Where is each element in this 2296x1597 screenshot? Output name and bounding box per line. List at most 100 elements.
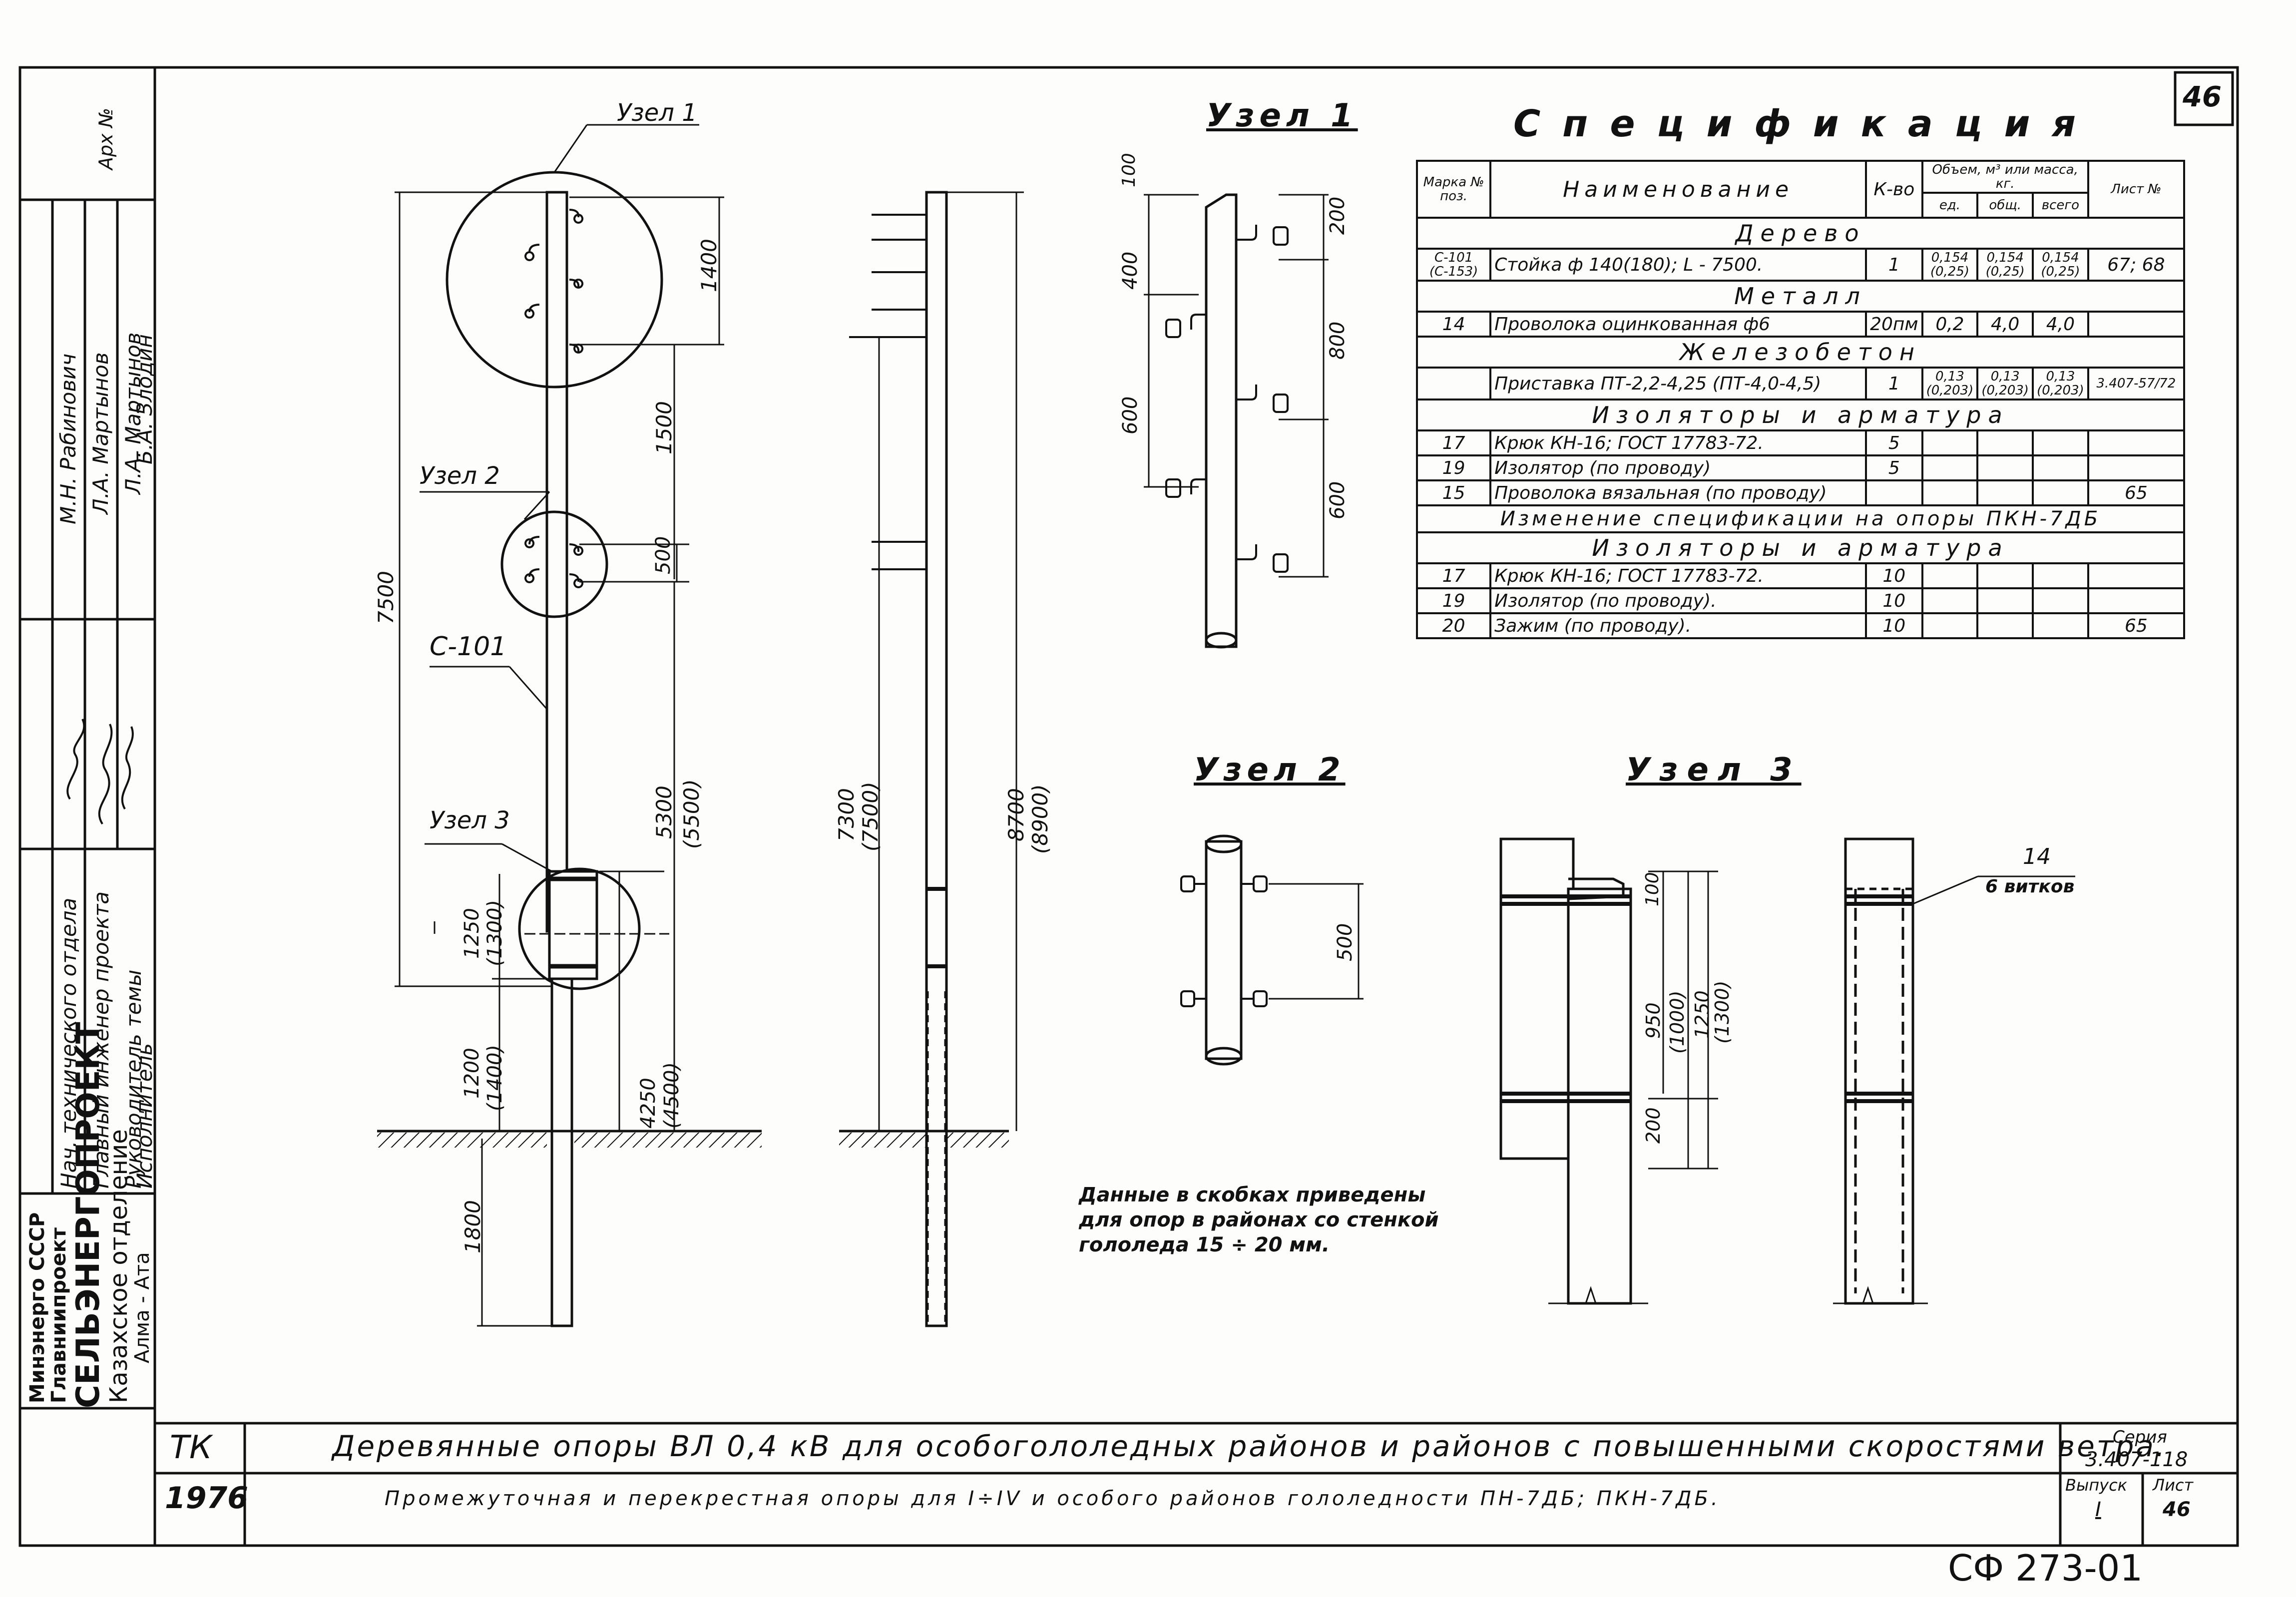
r14-u: 0,2 (1921, 311, 1979, 338)
c101-a2: (0,25) (2041, 264, 2080, 279)
hdr-mark: Марка № поз. (1415, 160, 1492, 219)
row-ins-15: 15 Проволока вязальная (по проводу) 65 (1415, 479, 2186, 506)
ins15-mark: 15 (1415, 479, 1492, 506)
c101-t2: (0,25) (1985, 264, 2025, 279)
row-ins-19: 19 Изолятор (по проводу) 5 (1415, 454, 2186, 481)
ins19-mark: 19 (1415, 454, 1492, 481)
tb-series: 3.407-118 (2085, 1448, 2188, 1471)
note-line-3: гололеда 15 ÷ 20 мм. (1079, 1233, 1330, 1256)
tb-code: ТК (170, 1429, 212, 1466)
uzel1-detail (1144, 193, 1329, 649)
change-note: Изменение спецификации на опоры ПКН-7ДБ (1416, 504, 2185, 533)
uzel2-dim-500: 500 (1334, 923, 1357, 961)
r14-t: 4,0 (1976, 311, 2034, 338)
hdr-all: всего (2032, 192, 2089, 219)
dim-1300: (1300) (483, 899, 506, 966)
pt-qty: 1 (1865, 367, 1923, 400)
dim-1400-paren: (1400) (483, 1044, 506, 1111)
ins17-qty: 5 (1865, 429, 1923, 456)
section-rc: Железобетон (1416, 336, 2185, 369)
tb-sheet-label: Лист (2153, 1476, 2194, 1495)
bottom-stamp: СФ 273-01 (1948, 1547, 2143, 1589)
row-change: Изменение спецификации на опоры ПКН-7ДБ (1416, 504, 2185, 533)
row-ins2-20: 20 Зажим (по проводу). 10 65 (1415, 612, 2186, 639)
ins2-17-qty: 10 (1865, 562, 1923, 589)
uzel1-title: Узел 1 (1206, 97, 1358, 134)
dim-5500: (5500) (679, 779, 704, 849)
spec-table: Марка № поз. Наименование К-во Объем, м³… (1415, 160, 2186, 639)
ins2-20-name: Зажим (по проводу). (1489, 612, 1867, 639)
dim-8900: (8900) (1028, 784, 1052, 854)
tb-title: Деревянные опоры ВЛ 0,4 кВ для особоголо… (332, 1429, 2167, 1463)
dim-1500: 1500 (652, 401, 676, 454)
c101-name: Стойка ф 140(180); L - 7500. (1489, 248, 1867, 282)
ins2-19-sheet (2087, 587, 2186, 614)
dim-7500-paren: (7500) (858, 782, 883, 851)
pt-mark (1415, 367, 1492, 400)
dim-1400: 1400 (697, 239, 721, 292)
c101-qty: 1 (1865, 248, 1923, 282)
tb-issue-label: Выпуск (2065, 1476, 2127, 1495)
section-metal-label: Металл (1416, 280, 2185, 313)
uzel3-dim-1300: (1300) (1711, 980, 1733, 1044)
section-ins-label: Изоляторы и арматура (1416, 399, 2185, 431)
r14-mark: 14 (1415, 311, 1492, 338)
r14-qty: 20пм (1865, 311, 1923, 338)
tb-issue: I (2095, 1498, 2101, 1521)
uzel1-dim-100: 100 (1119, 153, 1139, 187)
sheet-number: 46 (2183, 81, 2222, 113)
uzel1-dim-600a: 600 (1119, 396, 1142, 434)
uzel3-dim-100: 100 (1642, 872, 1663, 906)
ins15-sheet: 65 (2087, 479, 2186, 506)
uzel3-callout-num: 14 (2023, 844, 2051, 869)
section-wood-label: Дерево (1416, 217, 2185, 250)
c101-sheet: 67; 68 (2087, 248, 2186, 282)
uzel1-dim-600b: 600 (1326, 481, 1349, 519)
dim-4500: (4500) (660, 1062, 683, 1129)
callout-uzel1: Узел 1 (617, 99, 697, 127)
pt-t2: (0,203) (1981, 383, 2029, 398)
pt-u2: (0,203) (1926, 383, 1974, 398)
section-ins2-label: Изоляторы и арматура (1416, 531, 2185, 564)
uzel3-callout-text: 6 витков (1985, 876, 2075, 897)
dim-1800: 1800 (460, 1200, 485, 1253)
hdr-name: Наименование (1489, 160, 1867, 219)
uzel3-dim-1250: 1250 (1691, 990, 1713, 1039)
ins2-17-name: Крюк КН-16; ГОСТ 17783-72. (1489, 562, 1867, 589)
section-wood: Дерево (1416, 217, 2185, 250)
pt-a2: (0,203) (2037, 383, 2084, 398)
tb-year: 1976 (165, 1481, 248, 1516)
uzel3-dim-950: 950 (1642, 1002, 1664, 1039)
main-pole-view (377, 124, 762, 1327)
c101-t: 0,154 (1986, 250, 2024, 265)
section-rc-label: Железобетон (1416, 336, 2185, 369)
r14-sheet (2087, 311, 2186, 338)
pt-name: Приставка ПТ-2,2-4,25 (ПТ-4,0-4,5) (1489, 367, 1867, 400)
ins2-20-qty: 10 (1865, 612, 1923, 639)
ins17-mark: 17 (1415, 429, 1492, 456)
uzel1-dim-800: 800 (1326, 321, 1349, 360)
pt-u: 0,13 (1935, 369, 1964, 384)
row-pt: Приставка ПТ-2,2-4,25 (ПТ-4,0-4,5) 1 0,1… (1415, 367, 2186, 400)
hdr-vol: Объем, м³ или масса, кг. (1921, 160, 2089, 194)
dim-1200: 1200 (460, 1048, 483, 1099)
ins17-sheet (2087, 429, 2186, 456)
hdr-qty: К-во (1865, 160, 1923, 219)
ins19-sheet (2087, 454, 2186, 481)
ins2-17-mark: 17 (1415, 562, 1492, 589)
note-line-2: для опор в районах со стенкой (1079, 1208, 1439, 1231)
spec-header-row-1: Марка № поз. Наименование К-во Объем, м³… (1415, 160, 2186, 219)
ins2-20-sheet: 65 (2087, 612, 2186, 639)
ins15-qty (1865, 479, 1923, 506)
section-ins: Изоляторы и арматура (1416, 399, 2185, 431)
pt-sheet: 3.407-57/72 (2087, 367, 2186, 400)
section-ins2: Изоляторы и арматура (1416, 531, 2185, 564)
hdr-total: общ. (1976, 192, 2034, 219)
ins17-name: Крюк КН-16; ГОСТ 17783-72. (1489, 429, 1867, 456)
r14-a: 4,0 (2032, 311, 2089, 338)
tb-sheet: 46 (2163, 1498, 2191, 1521)
row-14: 14 Проволока оцинкованная ф6 20пм 0,2 4,… (1415, 311, 2186, 338)
uzel2-title: Узел 2 (1194, 752, 1346, 789)
